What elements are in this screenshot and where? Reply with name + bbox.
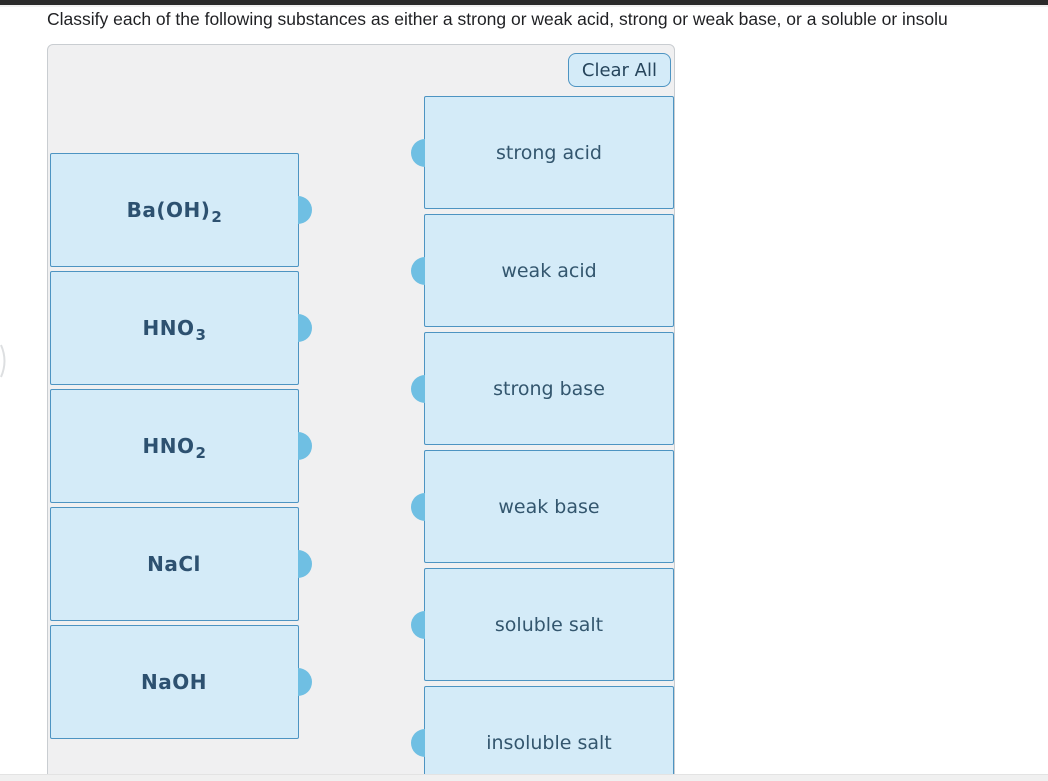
connector-dot	[298, 550, 312, 578]
classification-board: Clear All Ba(OH)2 HNO3 HNO2 NaCl NaOH	[47, 44, 675, 781]
category-dropzone-insoluble-salt[interactable]: insoluble salt	[411, 686, 674, 781]
category-dropzone-soluble-salt[interactable]: soluble salt	[411, 568, 674, 681]
connector-dot	[411, 610, 425, 639]
category-dropzone-weak-acid[interactable]: weak acid	[411, 214, 674, 327]
substance-formula: HNO2	[142, 434, 207, 462]
category-label: weak acid	[501, 259, 597, 282]
formula-text: Ba(OH)	[126, 198, 211, 222]
category-dropzone-strong-base[interactable]: strong base	[411, 332, 674, 445]
category-label: strong acid	[496, 141, 602, 164]
connector-dot	[298, 314, 312, 342]
formula-text: HNO	[142, 316, 195, 340]
substance-formula: NaOH	[141, 670, 208, 694]
substance-formula: HNO3	[142, 316, 207, 344]
formula-subscript: 2	[195, 444, 207, 462]
category-label: soluble salt	[494, 613, 604, 636]
category-label: weak base	[498, 495, 600, 518]
clear-all-button[interactable]: Clear All	[567, 53, 671, 87]
category-label: insoluble salt	[486, 731, 612, 754]
top-bar	[0, 0, 1048, 7]
connector-dot	[298, 196, 312, 224]
formula-text: HNO	[142, 434, 195, 458]
substance-formula: NaCl	[147, 552, 202, 576]
edge-artifact	[0, 344, 6, 378]
formula-text: NaOH	[141, 670, 207, 694]
horizontal-scrollbar[interactable]	[0, 774, 1048, 781]
connector-dot	[411, 256, 425, 285]
formula-subscript: 2	[211, 208, 223, 226]
category-column: strong acid weak acid strong base weak b…	[411, 96, 674, 781]
substance-card-hno2[interactable]: HNO2	[50, 389, 312, 503]
formula-text: NaCl	[147, 552, 201, 576]
connector-dot	[411, 138, 425, 167]
substance-card-ba-oh-2[interactable]: Ba(OH)2	[50, 153, 312, 267]
substance-card-nacl[interactable]: NaCl	[50, 507, 312, 621]
substance-column: Ba(OH)2 HNO3 HNO2 NaCl NaOH	[50, 153, 312, 739]
category-dropzone-strong-acid[interactable]: strong acid	[411, 96, 674, 209]
category-dropzone-weak-base[interactable]: weak base	[411, 450, 674, 563]
substance-card-naoh[interactable]: NaOH	[50, 625, 312, 739]
substance-card-hno3[interactable]: HNO3	[50, 271, 312, 385]
connector-dot	[411, 492, 425, 521]
connector-dot	[298, 432, 312, 460]
category-label: strong base	[493, 377, 605, 400]
page-title: Classify each of the following substance…	[47, 9, 948, 29]
substance-formula: Ba(OH)2	[126, 198, 223, 226]
connector-dot	[411, 374, 425, 403]
connector-dot	[411, 728, 425, 757]
connector-dot	[298, 668, 312, 696]
formula-subscript: 3	[195, 326, 207, 344]
